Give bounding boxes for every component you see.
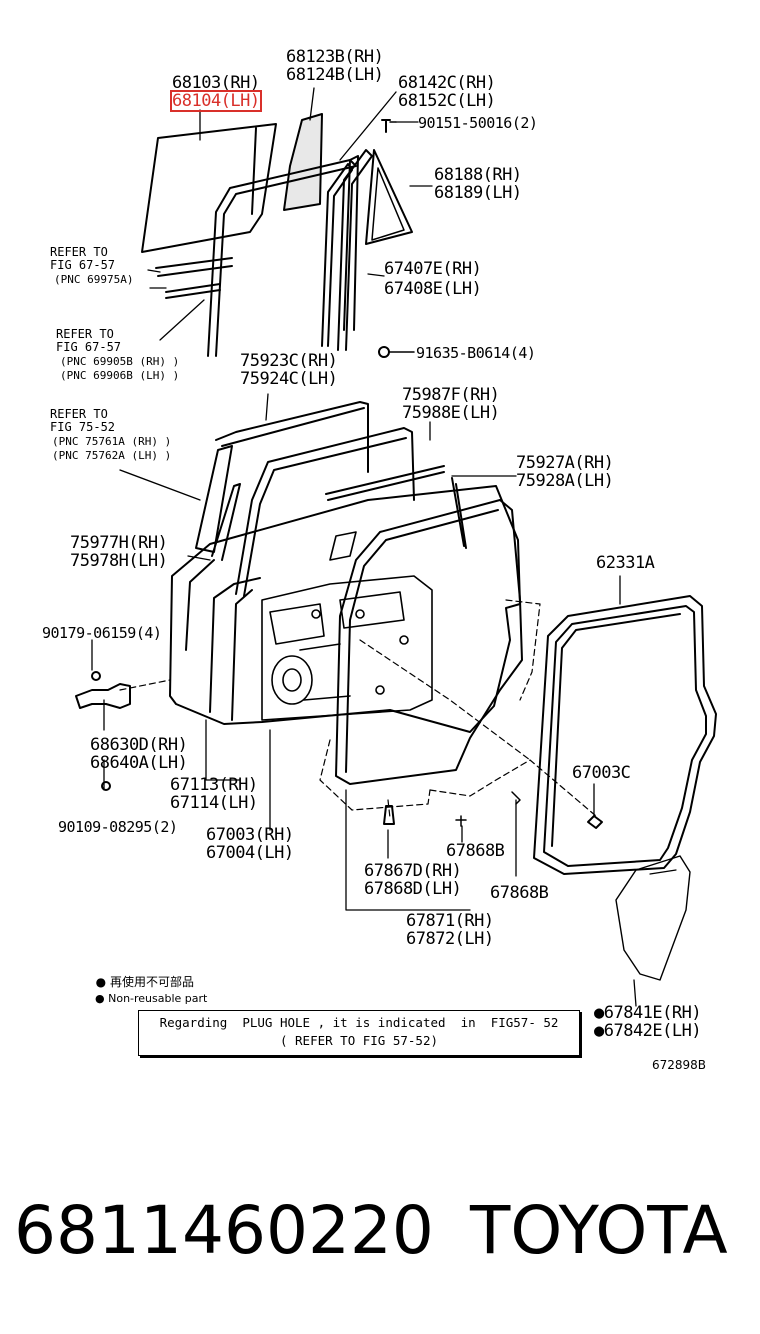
label-90151-50016: 90151-50016(2)	[418, 114, 538, 132]
label-68104-lh-highlighted[interactable]: 68104(LH)	[170, 90, 262, 112]
clip-67868b-b	[511, 791, 521, 805]
label-90179-06159: 90179-06159(4)	[42, 624, 162, 642]
label-68188-rh: 68188(RH)	[434, 165, 522, 185]
label-67868d-lh: 67868D(LH)	[364, 879, 462, 899]
label-67842e-lh: ●67842E(LH)	[594, 1021, 702, 1041]
glass-run-strip	[337, 149, 373, 351]
label-67841e-rh: ●67841E(RH)	[594, 1003, 702, 1023]
legend-reuse-text: 再使用不可部品	[109, 975, 194, 989]
bullet-icon: ●	[95, 992, 109, 1005]
refer-to-75-52-line2: FIG 75-52	[50, 420, 116, 434]
note-line1: Regarding PLUG HOLE , it is indicated in…	[159, 1015, 559, 1030]
bullet-icon: ●	[95, 975, 110, 989]
bolt-91635	[378, 346, 415, 358]
label-68123b-rh: 68123B(RH)	[286, 47, 384, 67]
label-91635-b0614: 91635-B0614(4)	[416, 344, 536, 362]
refer-to-67-57-b-line2: FIG 67-57	[56, 340, 122, 354]
part-number: 6811460220	[14, 1192, 434, 1269]
legend-nonreuse-text: Non-reusable part	[108, 992, 208, 1005]
door-hinge	[75, 671, 131, 791]
label-67114-lh: 67114(LH)	[170, 793, 258, 813]
label-90109-08295: 90109-08295(2)	[58, 818, 178, 836]
brand-name: TOYOTA	[470, 1192, 728, 1269]
label-67004-lh: 67004(LH)	[206, 843, 294, 863]
label-67872-lh: 67872(LH)	[406, 929, 494, 949]
label-68630d-rh: 68630D(RH)	[90, 735, 188, 755]
label-75988e-lh: 75988E(LH)	[402, 403, 500, 423]
outer-belt-molding	[325, 465, 467, 549]
label-62331a: 62331A	[596, 553, 655, 573]
label-67113-rh: 67113(RH)	[170, 775, 258, 795]
inner-belt-weatherstrip	[155, 257, 233, 299]
label-67408e-lh: 67408E(LH)	[384, 279, 482, 299]
label-75978h-lh: 75978H(LH)	[70, 551, 168, 571]
label-68640a-lh: 68640A(LH)	[90, 753, 188, 773]
label-67871-rh: 67871(RH)	[406, 911, 494, 931]
side-molding	[195, 445, 241, 561]
door-inner-panel	[261, 531, 433, 721]
refer-to-67-57-b-pnc1: (PNC 69905B (RH) )	[60, 355, 180, 368]
plug-hole-note: Regarding PLUG HOLE , it is indicated in…	[138, 1010, 580, 1056]
label-68152c-lh: 68152C(LH)	[398, 91, 496, 111]
label-67868b-a: 67868B	[446, 841, 505, 861]
label-68189-lh: 68189(LH)	[434, 183, 522, 203]
label-68124b-lh: 68124B(LH)	[286, 65, 384, 85]
refer-to-67-57-b-line1: REFER TO	[56, 327, 114, 341]
label-75924c-lh: 75924C(LH)	[240, 369, 338, 389]
clip-67867d	[383, 805, 395, 825]
legend-nonreuse-row: ● Non-reusable part	[88, 975, 207, 1007]
label-67867d-rh: 67867D(RH)	[364, 861, 462, 881]
refer-to-75-52-pnc2: (PNC 75762A (LH) )	[52, 449, 172, 462]
label-75977h-rh: 75977H(RH)	[70, 533, 168, 553]
label-68103-rh: 68103(RH)	[172, 73, 260, 93]
leader-lines	[91, 87, 637, 1007]
label-67003-rh: 67003(RH)	[206, 825, 294, 845]
note-line2: ( REFER TO FIG 57-52)	[279, 1033, 439, 1048]
diagram-code: 672898B	[652, 1058, 707, 1072]
quarter-window	[365, 149, 413, 245]
clip-67868b-a	[455, 815, 467, 827]
glass-run-channel	[207, 159, 357, 357]
upper-molding	[215, 401, 369, 473]
screw-90151	[381, 119, 397, 133]
door-weatherstrip	[335, 499, 523, 785]
refer-to-67-57-b-pnc2: (PNC 69906B (LH) )	[60, 369, 180, 382]
label-75928a-lh: 75928A(LH)	[516, 471, 614, 491]
label-67003c: 67003C	[572, 763, 631, 783]
refer-to-75-52-pnc1: (PNC 75761A (RH) )	[52, 435, 172, 448]
refer-to-67-57-a-pnc: (PNC 69975A)	[54, 273, 134, 286]
refer-to-67-57-a-line1: REFER TO	[50, 245, 108, 259]
clip-67003c	[587, 815, 603, 829]
door-opening-weatherstrip	[533, 595, 717, 875]
door-frame-molding	[235, 427, 415, 597]
rear-window-frame	[343, 155, 359, 331]
label-75987f-rh: 75987F(RH)	[402, 385, 500, 405]
label-68142c-rh: 68142C(RH)	[398, 73, 496, 93]
label-75927a-rh: 75927A(RH)	[516, 453, 614, 473]
legend-reuse-row: ● 再使用不可部品	[88, 958, 194, 990]
label-67868b-b: 67868B	[490, 883, 549, 903]
door-outer-panel	[169, 485, 521, 733]
label-67407e-rh: 67407E(RH)	[384, 259, 482, 279]
rear-fixed-glass	[283, 113, 323, 211]
projection-lines	[119, 599, 597, 819]
service-hole-cover	[615, 855, 691, 981]
refer-to-67-57-a-line2: FIG 67-57	[50, 258, 116, 272]
label-75923c-rh: 75923C(RH)	[240, 351, 338, 371]
refer-to-75-52-line1: REFER TO	[50, 407, 108, 421]
door-glass	[141, 123, 277, 253]
